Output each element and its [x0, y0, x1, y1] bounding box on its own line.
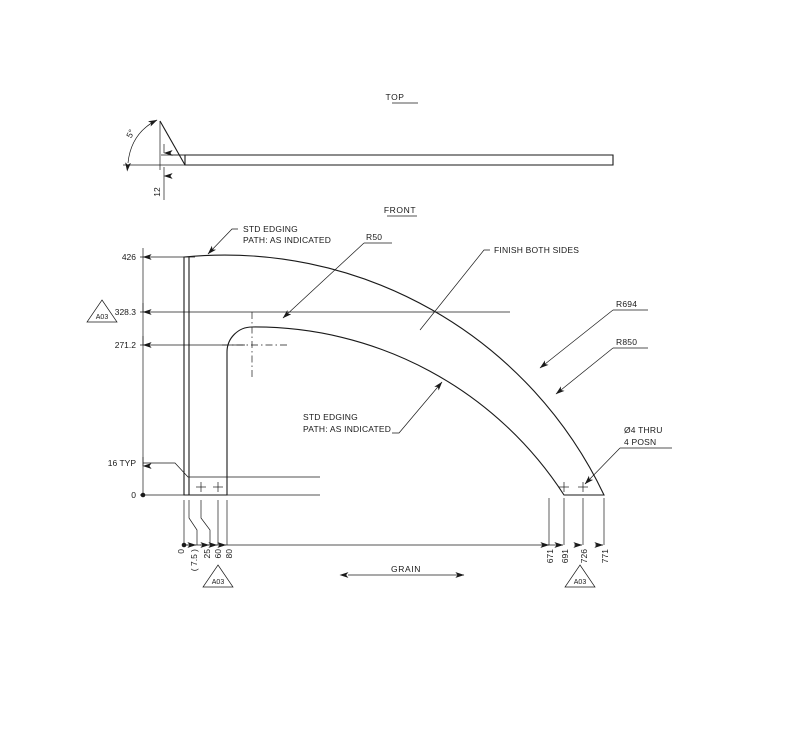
witness-7p5: [188, 500, 198, 545]
note-hole-callout-line2: 4 POSN: [624, 437, 656, 447]
flag-triangle-shape-bl: [202, 564, 234, 588]
front-view-group: FRONT: [86, 205, 672, 588]
part-outline: [183, 254, 605, 496]
flag-triangle-bottom-left: A03: [202, 564, 234, 588]
dim-label-x-80: 80: [224, 549, 234, 559]
note-r694-label: R694: [616, 299, 637, 309]
datum-origin-dot: [140, 492, 146, 498]
note-hole-callout-line1: Ø4 THRU: [624, 425, 663, 435]
leader-r50: [282, 242, 365, 319]
leader-std-edging-upper: [207, 228, 238, 255]
note-finish-label: FINISH BOTH SIDES: [494, 245, 579, 255]
part-profile: [183, 254, 605, 496]
hole-center-left-2: [213, 482, 223, 492]
hole-center-right-1: [559, 482, 569, 492]
leader-r694: [539, 309, 614, 369]
dim-label-271: 271.2: [115, 340, 137, 350]
dim-label-426: 426: [122, 252, 136, 262]
panel-chamfer-edge: [159, 120, 186, 166]
flag-triangle-bottom-right: A03: [564, 564, 596, 588]
note-finish-both-sides: FINISH BOTH SIDES: [419, 245, 579, 331]
angle-dimension-group: 5°: [123, 119, 196, 172]
dim-label-x-691: 691: [560, 549, 570, 563]
front-view-title: FRONT: [384, 205, 416, 215]
angle-arc: [125, 119, 158, 172]
hole-center-left-1: [196, 482, 206, 492]
grain-direction-indicator: GRAIN: [339, 564, 465, 578]
dim-label-328: 328.3: [115, 307, 137, 317]
dim-label-x-60: 60: [213, 549, 223, 559]
dim-label-x-25: 25: [202, 549, 212, 559]
flag-triangle-label-bl: A03: [212, 579, 225, 586]
dim-label-16-typ: 16 TYP: [108, 458, 137, 468]
leader-finish: [419, 249, 490, 331]
thickness-dimension-label: 12: [152, 187, 162, 197]
note-r50: R50: [282, 232, 392, 319]
dim-label-x-0: 0: [176, 549, 186, 554]
note-std-edging-upper-line2: PATH: AS INDICATED: [243, 235, 331, 245]
leader-r850: [555, 347, 614, 395]
dim-label-x-671: 671: [545, 549, 555, 563]
note-std-edging-upper-line1: STD EDGING: [243, 224, 298, 234]
hole-centers: [196, 482, 588, 492]
grain-label: GRAIN: [391, 564, 421, 574]
flag-triangle-328: A03: [86, 299, 118, 323]
top-view-panel: [159, 120, 614, 166]
note-r850: R850: [555, 337, 648, 395]
horizontal-dimension-chain-left: 0 ( 7.5 ) 25 60 80 A03: [176, 500, 560, 588]
note-std-edging-lower-line1: STD EDGING: [303, 412, 358, 422]
note-hole-callout: Ø4 THRU 4 POSN: [584, 425, 672, 485]
note-std-edging-upper: STD EDGING PATH: AS INDICATED: [207, 224, 331, 255]
dim-label-x-726: 726: [579, 549, 589, 563]
flag-triangle-shape: [86, 299, 118, 323]
leader-hole-callout: [584, 447, 621, 485]
top-view-group: TOP 5° 12: [123, 92, 614, 200]
flag-triangle-label: A03: [96, 314, 109, 321]
hole-center-right-2: [578, 482, 588, 492]
dim-label-x-771: 771: [600, 549, 610, 563]
note-r50-label: R50: [366, 232, 382, 242]
panel-outline: [184, 154, 614, 166]
note-r694: R694: [539, 299, 648, 369]
dim-label-0: 0: [131, 490, 136, 500]
leader-std-edging-lower: [392, 381, 443, 434]
note-std-edging-lower-line2: PATH: AS INDICATED: [303, 424, 391, 434]
witness-25: [200, 500, 211, 545]
note-r850-label: R850: [616, 337, 637, 347]
angle-dimension-label: 5°: [124, 128, 137, 140]
dim-label-x-7p5: ( 7.5 ): [189, 549, 199, 571]
dim-16-leader: [143, 462, 320, 478]
top-view-title: TOP: [385, 92, 404, 102]
datum-origin-dot-horizontal: [181, 542, 187, 548]
flag-triangle-shape-br: [564, 564, 596, 588]
vertical-dimension-chain: 426 328.3 271.2 16 TYP 0 A03: [86, 248, 510, 500]
note-std-edging-lower: STD EDGING PATH: AS INDICATED: [303, 381, 443, 434]
horizontal-dimension-chain-right: 671 691 726 771 A03: [540, 498, 610, 588]
flag-triangle-label-br: A03: [574, 579, 587, 586]
thickness-dimension-group: 12: [152, 144, 194, 200]
